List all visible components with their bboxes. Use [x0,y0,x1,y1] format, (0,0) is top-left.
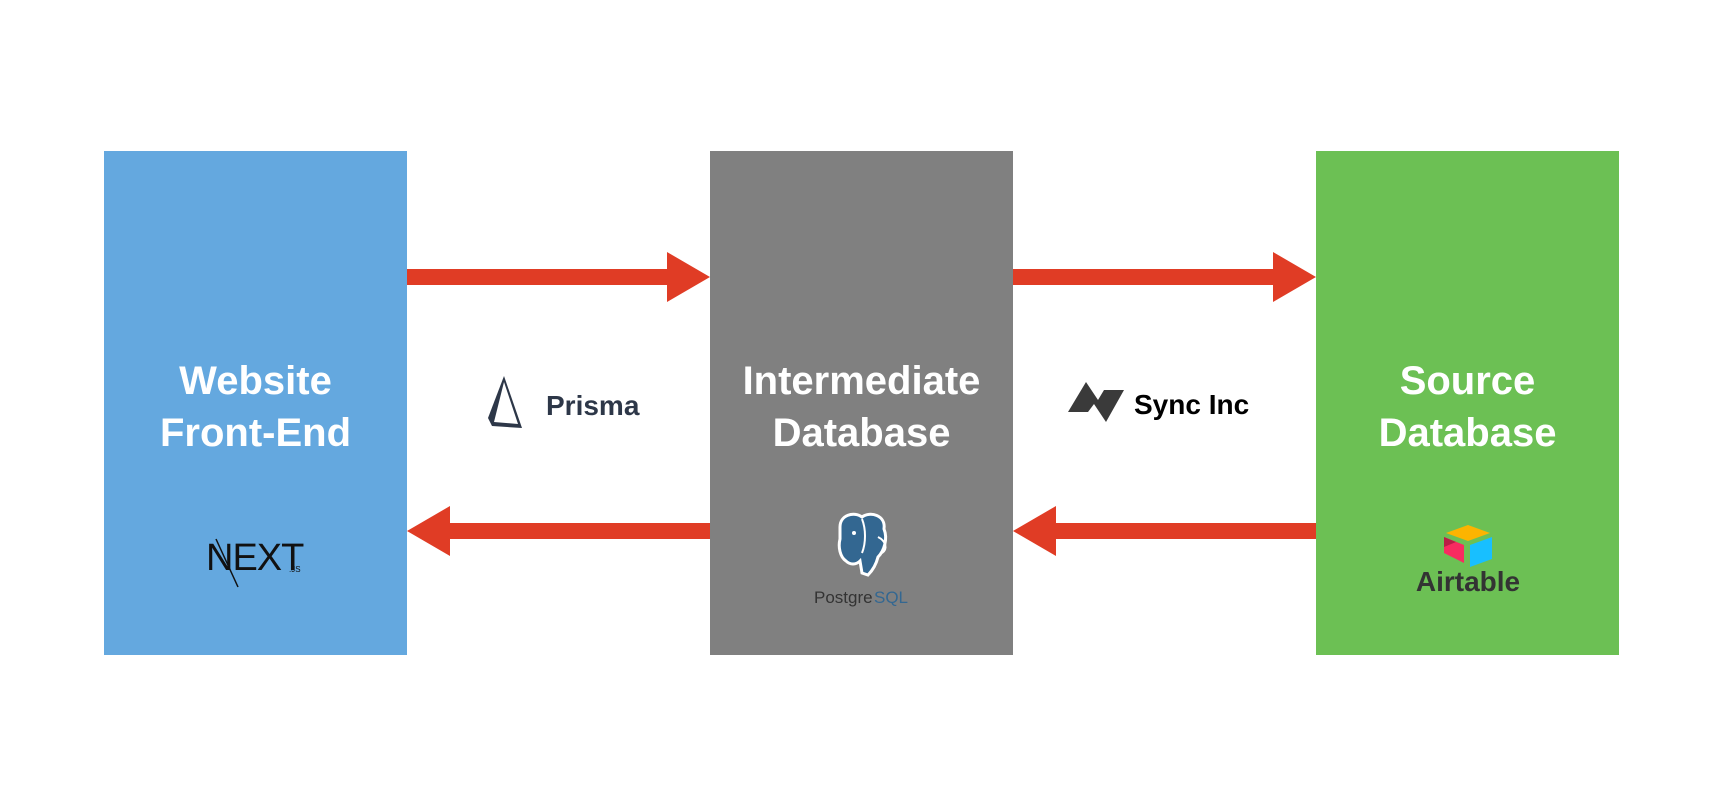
source-database-title: Source Database [1316,355,1619,459]
website-frontend-title-line2: Front-End [159,411,352,455]
intermediate-database-title-line2: Database [772,411,951,455]
postgresql-logo-text: Postgre [814,588,873,607]
arrow-frontend-to-intermediate [407,252,710,302]
airtable-logo-text: Airtable [1416,566,1520,595]
website-frontend-box: Website Front-End NEXT .JS [104,151,407,655]
airtable-icon [1444,525,1492,567]
source-database-title-line2: Database [1378,411,1557,455]
postgresql-logo: Postgre SQL [810,509,914,609]
sync-inc-label: Sync Inc [1134,389,1249,420]
intermediate-database-box: Intermediate Database Postgre SQL [710,151,1013,655]
airtable-logo: Airtable [1406,523,1530,597]
nextjs-logo-sub: .JS [289,565,301,574]
sync-inc-logo: Sync Inc [1064,376,1264,432]
prisma-logo: Prisma [484,372,644,436]
intermediate-database-title: Intermediate Database [710,355,1013,459]
arrow-intermediate-to-source [1013,252,1316,302]
nextjs-logo: NEXT .JS [202,529,312,589]
postgresql-elephant-icon [837,512,888,577]
prisma-icon [488,376,522,428]
nextjs-logo-text: NEXT [206,537,304,579]
arrow-intermediate-to-frontend [407,506,710,556]
website-frontend-title: Website Front-End [104,355,407,459]
postgresql-logo-text-sql: SQL [874,588,908,607]
prisma-label: Prisma [546,390,640,421]
source-database-box: Source Database Airtable [1316,151,1619,655]
intermediate-database-title-line1: Intermediate [742,359,981,403]
website-frontend-title-line1: Website [179,359,332,403]
arrow-source-to-intermediate [1013,506,1316,556]
source-database-title-line1: Source [1399,359,1536,403]
sync-inc-icon [1068,382,1124,422]
